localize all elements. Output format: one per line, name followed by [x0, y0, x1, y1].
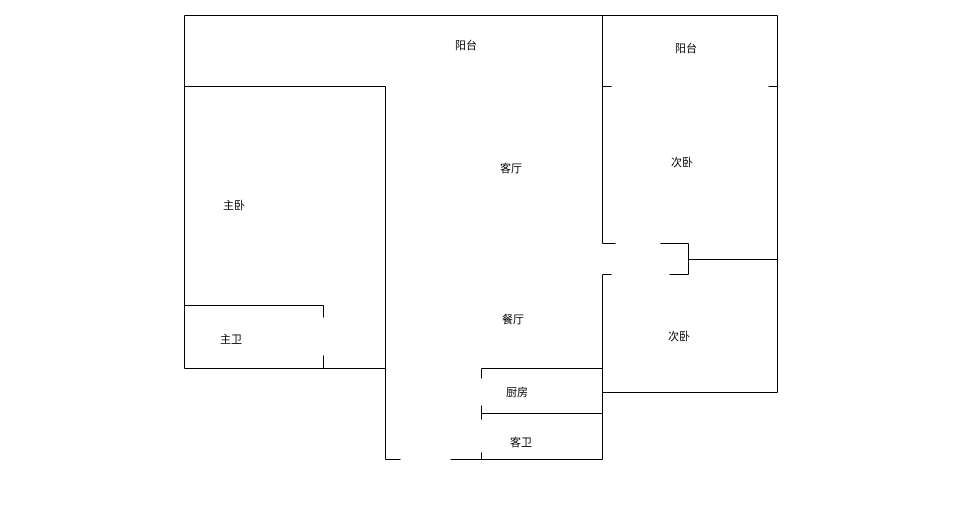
room-label-balcony-main: 阳台 — [455, 39, 477, 52]
room-label-master-bath: 主卫 — [220, 333, 242, 346]
room-label-secondary-bedroom-2: 次卧 — [668, 330, 690, 343]
room-label-master-bedroom: 主卧 — [223, 199, 245, 212]
room-label-dining-room: 餐厅 — [502, 313, 524, 326]
room-label-secondary-bedroom-1: 次卧 — [671, 156, 693, 169]
room-label-kitchen: 厨房 — [506, 386, 528, 399]
room-label-balcony-side: 阳台 — [675, 42, 697, 55]
room-label-guest-bath: 客卫 — [510, 436, 532, 449]
room-label-living-room: 客厅 — [500, 162, 522, 175]
walls-group — [184, 15, 778, 460]
